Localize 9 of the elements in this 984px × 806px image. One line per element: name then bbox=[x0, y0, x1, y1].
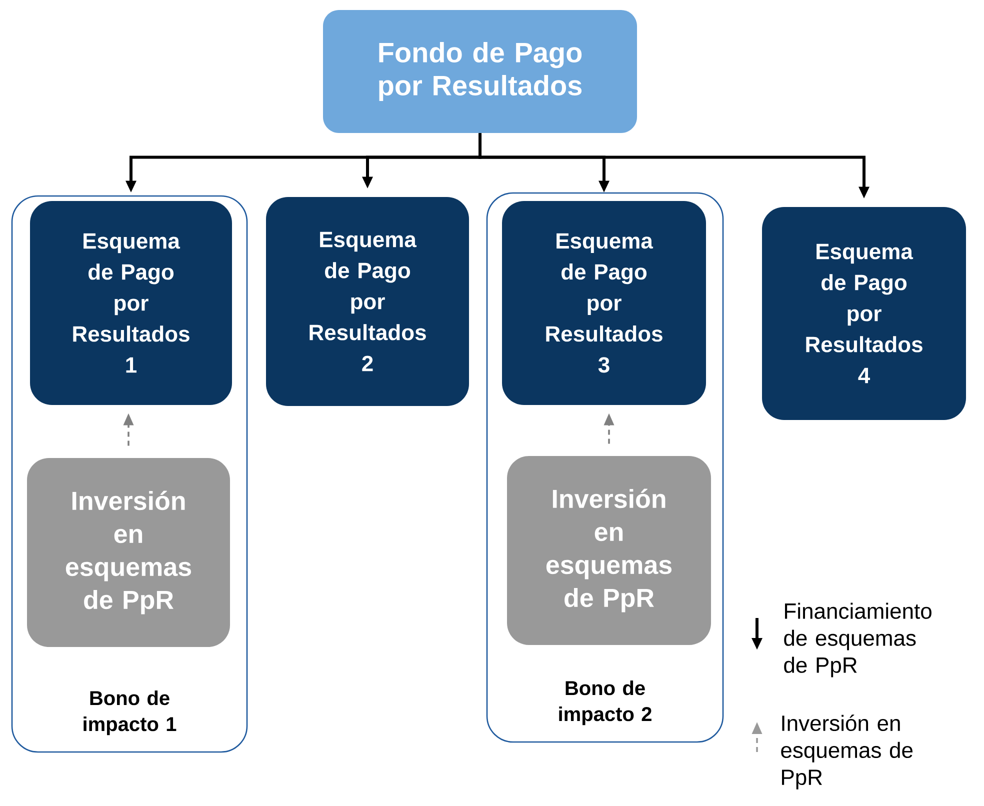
scheme-box: Esquema de Pago por Resultados 1 bbox=[30, 201, 232, 405]
scheme-box: Fondo de Pago por Resultados bbox=[323, 10, 637, 133]
scheme-box: Esquema de Pago por Resultados 3 bbox=[502, 201, 706, 405]
legend-text: Financiamiento de esquemas de PpR bbox=[784, 602, 932, 678]
investment-box: Inversión en esquemas de PpR bbox=[507, 456, 711, 645]
legend-text: Inversión en esquemas de PpR bbox=[781, 714, 913, 790]
scheme-box: Esquema de Pago por Resultados 4 bbox=[762, 207, 966, 420]
scheme-box: Esquema de Pago por Resultados 2 bbox=[266, 197, 469, 406]
investment-box: Inversión en esquemas de PpR bbox=[27, 458, 230, 647]
